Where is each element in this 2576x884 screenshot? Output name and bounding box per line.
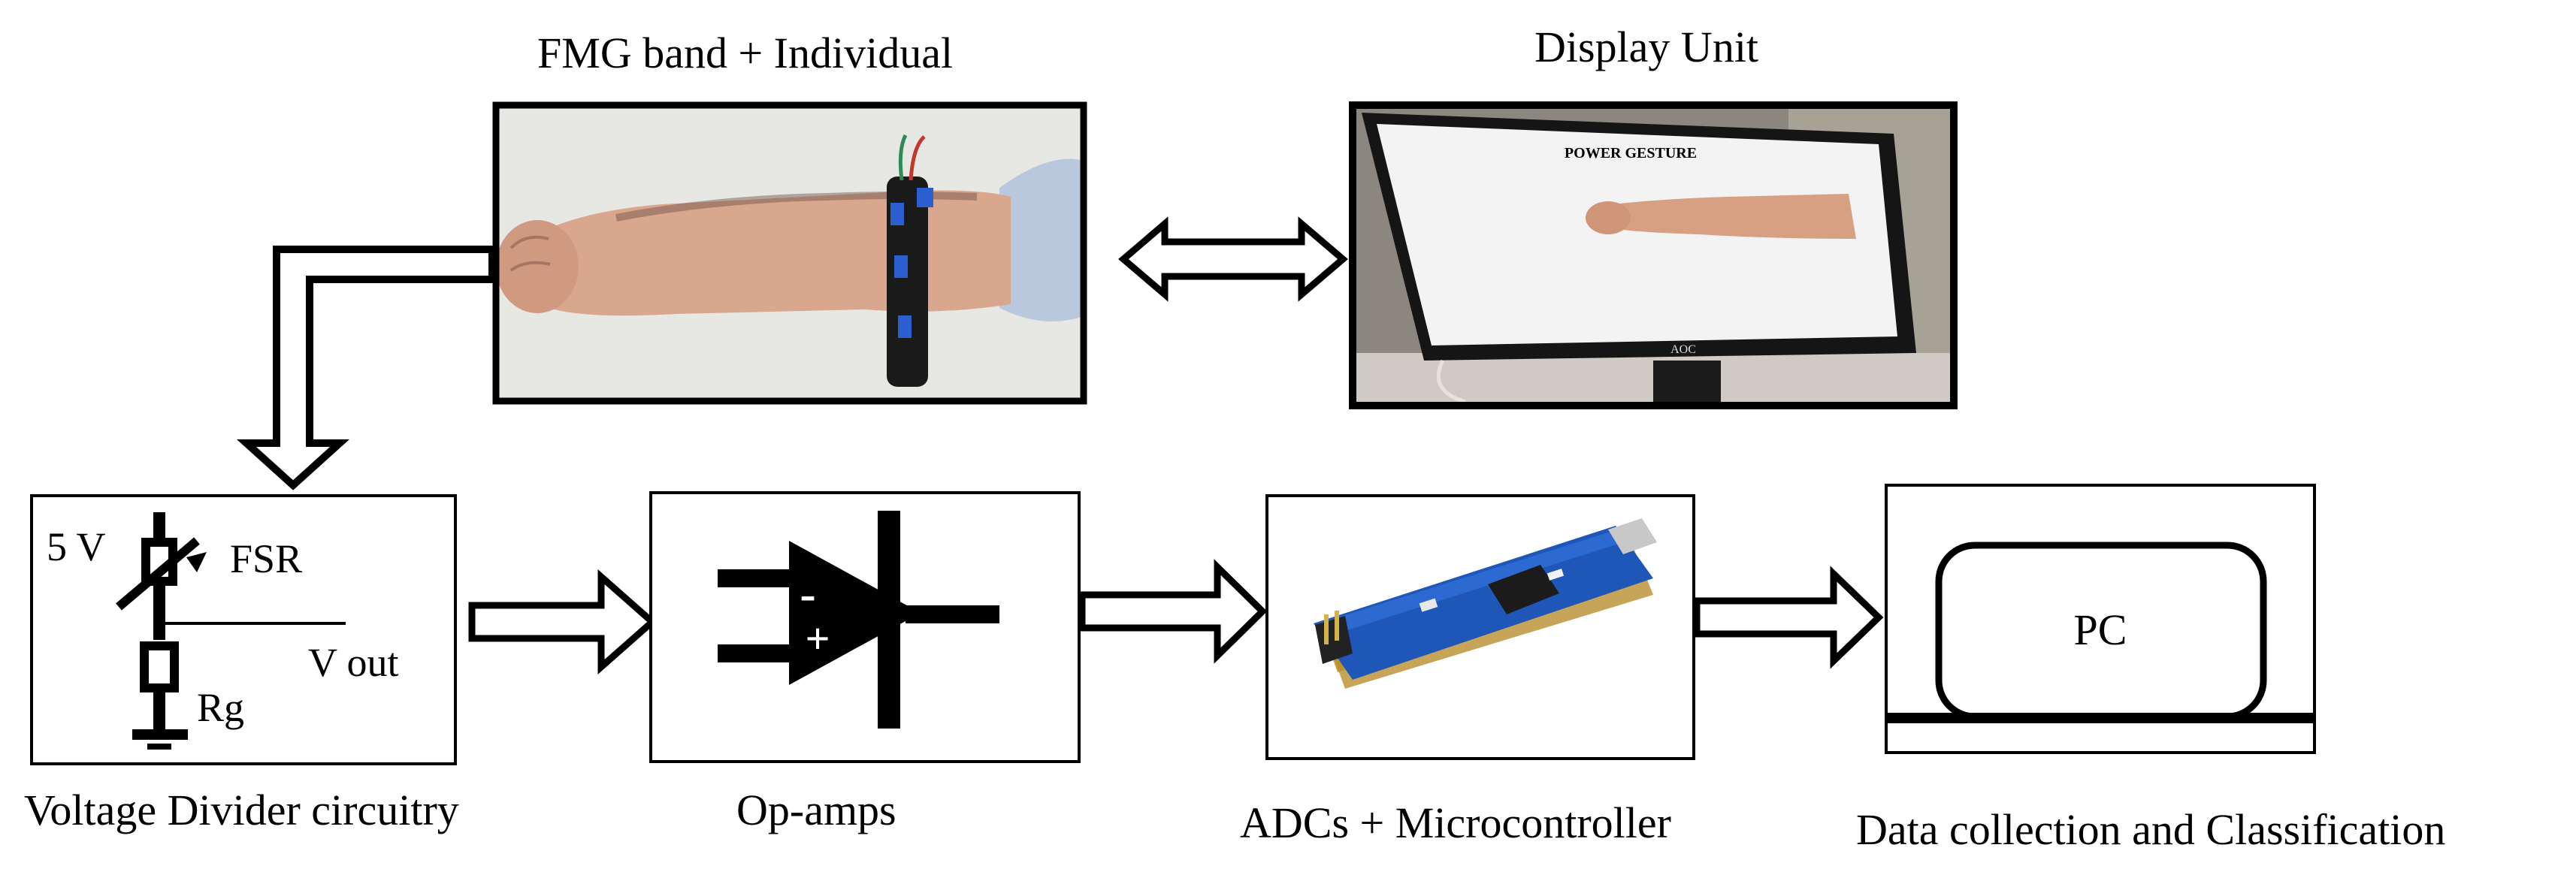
supply-label: 5 V (47, 524, 106, 569)
rg-label: Rg (197, 685, 244, 730)
display-unit-photo: POWER GESTURE AOC (1349, 101, 1958, 409)
data-collection-label: Data collection and Classification (1856, 805, 2446, 854)
monitor-screen (1377, 124, 1897, 345)
op-amp-minus: - (800, 567, 815, 620)
op-amp-box: - + (649, 491, 1081, 763)
screen-caption: POWER GESTURE (1565, 145, 1697, 161)
arrow-to-microcontroller (1078, 559, 1268, 664)
op-amp-plus: + (805, 614, 830, 663)
arrow-to-opamp (468, 569, 658, 674)
fmg-band-label: FMG band + Individual (537, 29, 954, 77)
voltage-divider-box: 5 V FSR V out Rg (30, 494, 457, 765)
op-amp-symbol (789, 541, 921, 685)
voltage-divider-label: Voltage Divider circuitry (24, 786, 459, 834)
photo-frame (1349, 101, 1958, 409)
microcontroller-board (1314, 526, 1653, 680)
display-unit-label: Display Unit (1534, 23, 1759, 71)
op-amps-label: Op-amps (736, 786, 896, 834)
box-frame (30, 494, 457, 765)
usb-port (1608, 518, 1657, 554)
pc-box: PC (1885, 484, 2316, 754)
fmg-band (887, 176, 928, 387)
arrow-to-pc (1693, 566, 1884, 669)
vout-label: V out (308, 640, 399, 685)
sleeve (999, 158, 1084, 321)
fsr-label: FSR (230, 536, 302, 581)
screen-hand (1592, 194, 1856, 239)
microcontroller-box (1265, 494, 1695, 760)
fist (496, 220, 579, 313)
resistor-symbol (140, 641, 179, 692)
fmg-band-photo (492, 101, 1087, 405)
monitor-brand: AOC (1670, 343, 1696, 356)
adc-microcontroller-label: ADCs + Microcontroller (1240, 798, 1671, 847)
bidirectional-arrow (1118, 216, 1348, 302)
mcu-chip (1488, 565, 1559, 614)
pc-label: PC (2074, 605, 2127, 654)
down-arrow (237, 246, 496, 490)
